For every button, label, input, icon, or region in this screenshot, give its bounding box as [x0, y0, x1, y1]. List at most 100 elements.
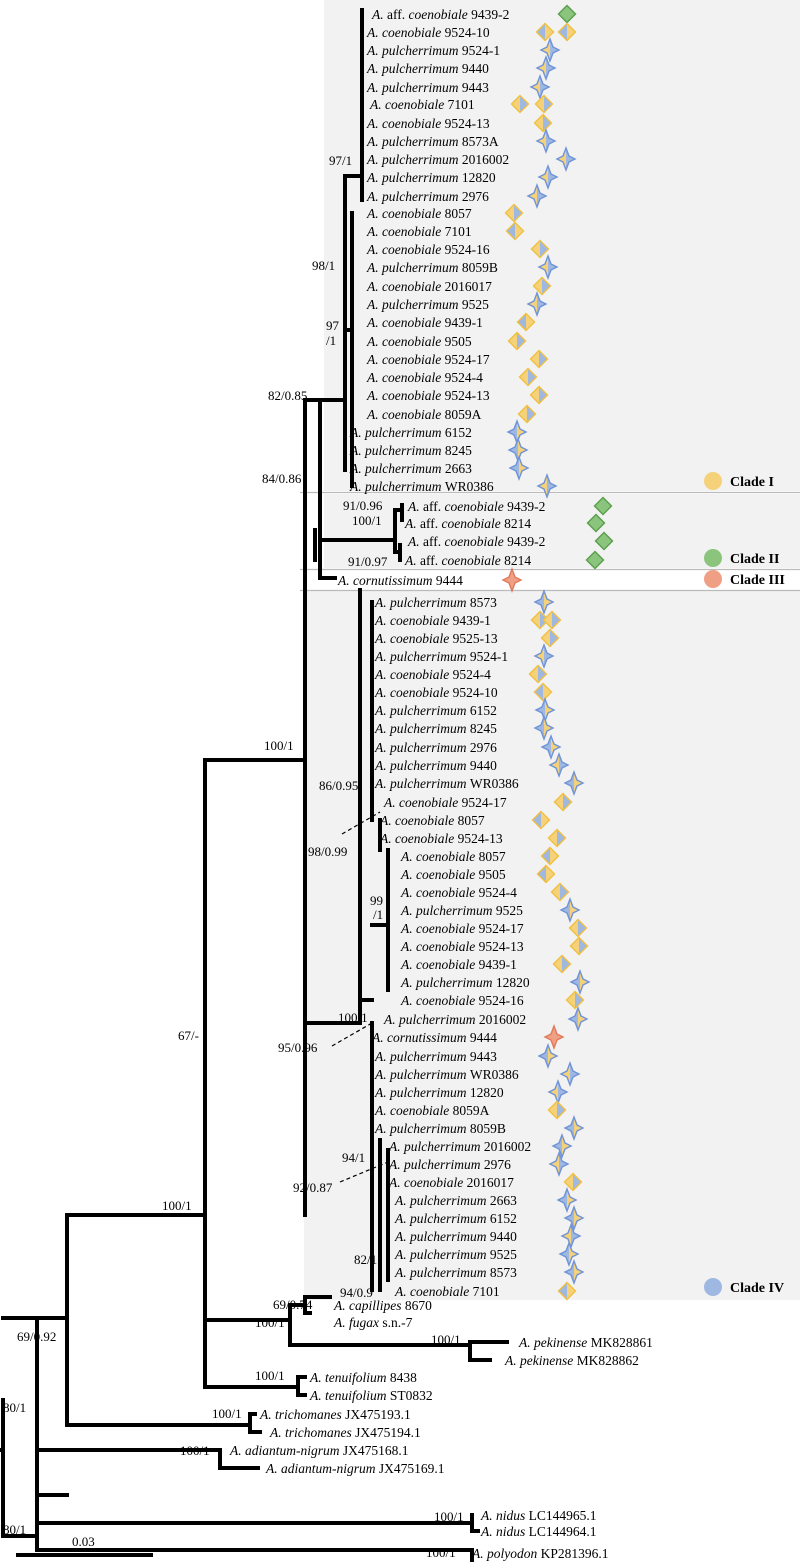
tip-epithet: pulcherrimum: [381, 189, 462, 204]
tip-epithet: cornutissimum: [387, 1030, 470, 1045]
tip-code: 9440: [490, 1229, 517, 1244]
tip-genus: A.: [404, 553, 420, 568]
tip-genus: A.: [400, 903, 416, 918]
tip-code: 9524-13: [458, 831, 503, 846]
tip-code: 8214: [504, 516, 531, 531]
tip-label: A. trichomanes JX475193.1: [259, 1407, 411, 1422]
tip-genus: A.: [374, 721, 390, 736]
tip-code: 8670: [405, 1298, 432, 1313]
tip-epithet: pulcherrimum: [381, 134, 462, 149]
tip-genus: A.: [407, 534, 423, 549]
tip-epithet: polyodon: [486, 1546, 541, 1561]
tip-code: 8245: [470, 721, 497, 736]
tip-epithet: pulcherrimum: [389, 703, 470, 718]
tip-epithet: tenuifolium: [325, 1370, 390, 1385]
support-value: 100/1: [162, 1198, 192, 1213]
star-marker-icon: [539, 37, 561, 63]
diamond-marker-icon: [569, 936, 589, 956]
tip-code: 9525-13: [453, 631, 498, 646]
star-marker-icon: [548, 1151, 570, 1177]
tip-label: A. pulcherrimum 9524-1: [374, 649, 508, 664]
tip-genus: A.: [259, 1407, 275, 1422]
tip-code: 7101: [448, 97, 475, 112]
star-marker-icon: [569, 969, 591, 995]
tip-label: A. coenobiale 9524-4: [400, 885, 517, 900]
star-marker-icon: [556, 1187, 578, 1213]
tip-genus: A.: [379, 813, 395, 828]
tip-genus: A.: [366, 242, 382, 257]
tip-code: 8059A: [453, 1103, 490, 1118]
tip-code: 9439-1: [453, 613, 491, 628]
tip-code: JX475169.1: [379, 1461, 445, 1476]
tip-label: A. pulcherrimum WR0386: [374, 776, 519, 791]
diamond-marker-icon: [547, 828, 567, 848]
tip-label: A. pulcherrimum 9440: [366, 61, 489, 76]
support-value: 92/0.87: [293, 1180, 333, 1195]
tip-genus: A.: [394, 1211, 410, 1226]
tip-label: A. pulcherrimum WR0386: [349, 479, 494, 494]
tip-prefix: aff.: [420, 516, 442, 531]
tip-epithet: coenobiale: [416, 993, 479, 1008]
support-value: 80/1: [3, 1400, 26, 1415]
tip-code: ST0832: [390, 1388, 433, 1403]
tip-genus: A.: [371, 1030, 387, 1045]
tip-label: A. coenobiale 7101: [394, 1284, 500, 1299]
tip-label: A. coenobiale 9524-17: [366, 352, 490, 367]
tip-code: 9524-16: [479, 993, 524, 1008]
tip-code: 9524-13: [445, 116, 490, 131]
support-value: 91/0.97: [348, 554, 388, 569]
tip-epithet: trichomanes: [275, 1407, 345, 1422]
tip-epithet: pulcherrimum: [389, 758, 470, 773]
support-value: 100/1: [212, 1406, 242, 1421]
tip-label: A. pulcherrimum 12820: [366, 170, 496, 185]
tip-genus: A.: [471, 1546, 487, 1561]
support-value: 80/1: [3, 1522, 26, 1537]
tip-genus: A.: [269, 1425, 285, 1440]
tip-code: 9439-1: [445, 315, 483, 330]
tip-code: 2976: [484, 1157, 511, 1172]
diamond-marker-icon: [516, 312, 536, 332]
star-marker-icon: [529, 74, 551, 100]
tip-code: 9443: [462, 80, 489, 95]
tip-genus: A.: [400, 921, 416, 936]
tip-epithet: pulcherrimum: [389, 1049, 470, 1064]
support-value: 94/1: [342, 1150, 365, 1165]
tip-epithet: coenobiale: [395, 831, 458, 846]
diamond-marker-icon: [550, 882, 570, 902]
tip-label: A. coenobiale 9524-4: [366, 370, 483, 385]
tip-epithet: pulcherrimum: [389, 1121, 470, 1136]
tip-genus: A.: [394, 1193, 410, 1208]
tip-code: 12820: [496, 975, 530, 990]
tip-code: 9524-17: [445, 352, 490, 367]
tip-label: A. nidus LC144964.1: [480, 1524, 597, 1539]
tip-code: 9505: [445, 334, 472, 349]
tip-epithet: cornutissimum: [353, 573, 436, 588]
diamond-marker-icon: [533, 682, 553, 702]
tip-epithet: coenobiale: [390, 1103, 453, 1118]
tip-label: A. pulcherrimum 8245: [374, 721, 497, 736]
support-value: 99: [370, 893, 383, 908]
tip-epithet: coenobiale: [382, 370, 445, 385]
star-marker-icon: [555, 146, 577, 172]
star-marker-icon: [548, 752, 570, 778]
tip-code: 2016002: [484, 1139, 531, 1154]
support-value: 97/1: [329, 153, 352, 168]
tip-epithet: coenobiale: [385, 97, 448, 112]
star-marker-icon: [535, 55, 557, 81]
diamond-marker-icon: [504, 203, 524, 223]
tip-epithet: pulcherrimum: [364, 479, 445, 494]
support-value: /1: [373, 907, 383, 922]
tip-epithet: pulcherrimum: [389, 1067, 470, 1082]
support-value: 100/1: [255, 1368, 285, 1383]
tip-label: A. pulcherrimum 2976: [366, 189, 489, 204]
tip-epithet: coenobiale: [382, 116, 445, 131]
star-marker-icon: [540, 734, 562, 760]
tip-genus: A.: [366, 297, 382, 312]
tip-epithet: coenobiale: [382, 407, 445, 422]
tip-genus: A.: [374, 1049, 390, 1064]
support-values: 97/198/197/182/0.8584/0.8691/0.96100/191…: [3, 153, 464, 1560]
tip-genus: A.: [374, 758, 390, 773]
tip-label: A. coenobiale 8057: [400, 849, 506, 864]
tip-code: 9444: [470, 1030, 497, 1045]
star-marker-icon: [543, 1024, 565, 1050]
